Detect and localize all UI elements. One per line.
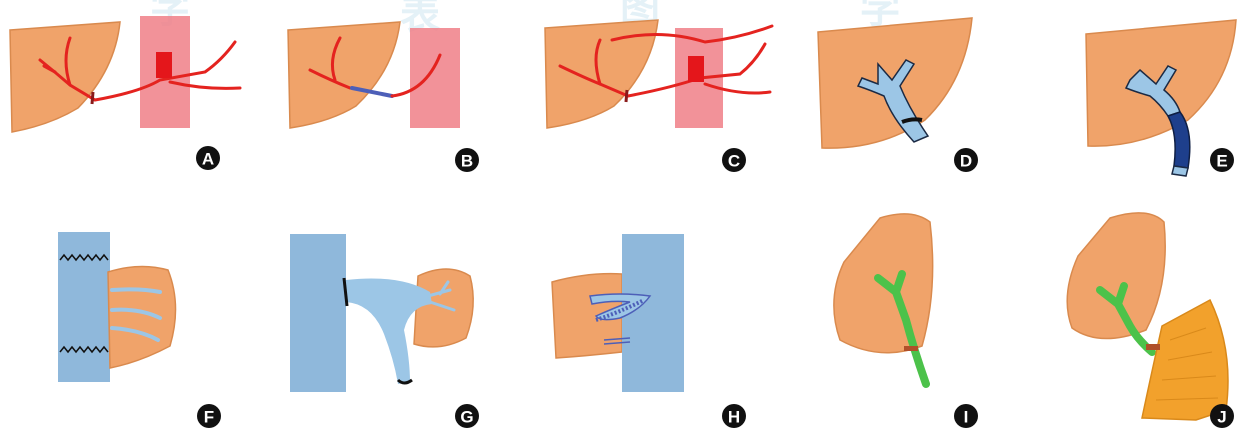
panel-label-c: C (728, 152, 740, 171)
panel-label-i: I (964, 408, 969, 427)
ligation-mark (92, 92, 93, 104)
liver-shape (10, 22, 120, 132)
panel-g: G (290, 234, 479, 428)
jejunal-loop (1142, 300, 1228, 420)
panel-j: J (1067, 213, 1234, 428)
ligation-mark (626, 90, 627, 102)
anastomosis-band (904, 346, 918, 351)
liver-shape (108, 266, 176, 368)
vena-cava-block (58, 232, 110, 382)
watermark: 字 表 图 学 (150, 0, 900, 38)
panel-label-a: A (202, 150, 214, 169)
panel-label-e: E (1216, 152, 1227, 171)
panel-f: F (58, 232, 221, 428)
panel-label-j: J (1217, 408, 1226, 427)
panel-i: I (834, 214, 978, 428)
liver-shape (288, 22, 400, 128)
portal-vein-stump (1172, 166, 1188, 176)
duodenum-box (410, 28, 460, 128)
artery-clamp (156, 52, 172, 78)
panel-label-d: D (960, 152, 972, 171)
panel-d: D (818, 18, 978, 172)
anastomosis-band (1146, 344, 1160, 350)
panel-label-h: H (728, 408, 740, 427)
panel-h: H (552, 234, 746, 428)
panel-label-g: G (460, 408, 473, 427)
vena-cava-block (290, 234, 346, 392)
panel-c: C (545, 20, 772, 172)
panel-b: B (288, 22, 479, 172)
liver-shape (1067, 213, 1165, 339)
panel-a: A (10, 16, 240, 170)
panel-label-b: B (461, 152, 473, 171)
panel-e: E (1086, 20, 1236, 176)
artery-clamp (688, 56, 704, 82)
panel-label-f: F (204, 408, 214, 427)
